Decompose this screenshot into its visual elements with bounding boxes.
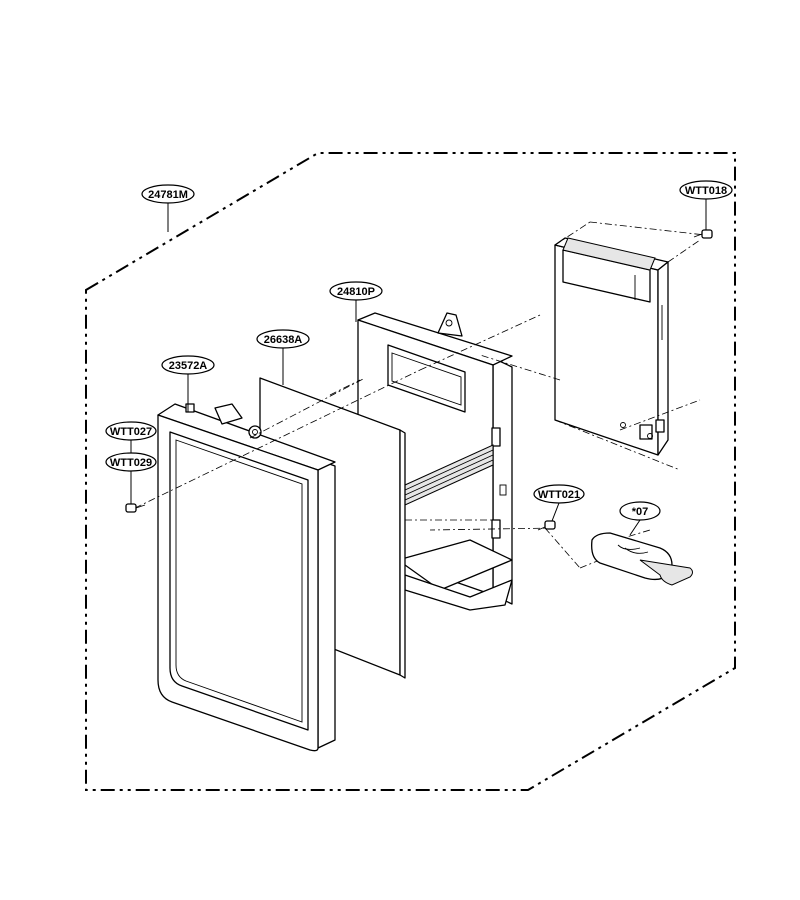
label-pcb-screw-text: WTT018 (685, 185, 727, 197)
screw-wtt018 (693, 229, 713, 239)
label-screw-a-text: WTT027 (110, 426, 152, 438)
label-screw-b: WTT029 (105, 452, 157, 472)
leader-cable (629, 519, 641, 536)
label-frame: 23572A (161, 355, 215, 375)
alignment-lines (134, 221, 706, 569)
label-screw-c: WTT021 (533, 484, 585, 504)
label-assembly-text: 24781M (148, 189, 188, 201)
label-cable: *07 (619, 501, 661, 521)
flat-cable (591, 532, 693, 586)
label-control-panel-text: 24810P (337, 286, 375, 298)
label-assembly: 24781M (141, 184, 195, 204)
label-screw-c-text: WTT021 (538, 489, 580, 501)
label-frame-text: 23572A (169, 360, 208, 372)
label-membrane-text: 26638A (264, 334, 303, 346)
assembly-boundary (85, 152, 736, 791)
label-pcb-screw: WTT018 (679, 180, 733, 200)
screw-wtt021 (537, 520, 556, 531)
screw-wtt027-wtt029 (125, 503, 146, 513)
label-screw-a: WTT027 (105, 421, 157, 441)
pcb-module (554, 237, 669, 456)
label-membrane: 26638A (256, 329, 310, 349)
label-control-panel: 24810P (329, 281, 383, 301)
leader-screw-c (551, 502, 560, 522)
front-frame (157, 403, 336, 752)
label-screw-b-text: WTT029 (110, 457, 152, 469)
label-cable-text: *07 (632, 506, 649, 518)
